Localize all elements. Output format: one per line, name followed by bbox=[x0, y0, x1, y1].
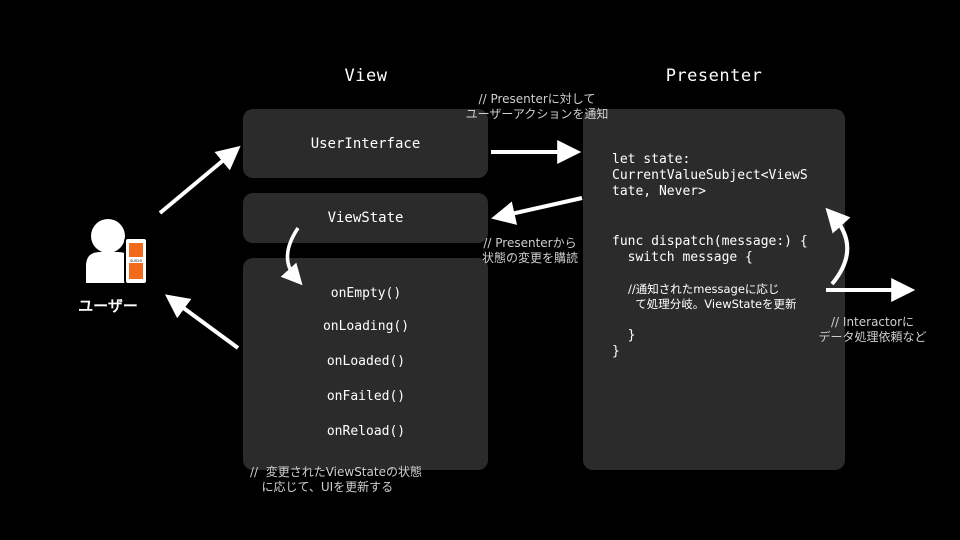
user-icon: SUICHI bbox=[86, 219, 148, 285]
arrow-viewstate-to-callbacks bbox=[280, 227, 303, 286]
arrow-presenter-update-loop bbox=[825, 207, 851, 286]
presenter-column-title: Presenter bbox=[665, 66, 763, 86]
code-state-declaration: let state: CurrentValueSubject<ViewS tat… bbox=[612, 152, 808, 199]
note-notify-presenter: // Presenterに対して ユーザーアクションを通知 bbox=[465, 92, 609, 121]
note-update-ui: // 変更されたViewStateの状態 に応じて、UIを更新する bbox=[250, 465, 422, 494]
callback-on-loading: onLoading() bbox=[322, 319, 410, 334]
callback-on-reload: onReload() bbox=[326, 424, 406, 439]
arrow-user-to-ui bbox=[158, 145, 241, 215]
view-state-box: ViewState bbox=[243, 193, 488, 243]
code-comment: //通知されたmessageに応じ て処理分岐。ViewStateを更新 bbox=[628, 282, 797, 311]
note-subscribe-state: // Presenterから 状態の変更を購読 bbox=[481, 236, 578, 265]
user-label: ユーザー bbox=[78, 297, 138, 315]
user-interface-label: UserInterface bbox=[310, 135, 421, 152]
view-column-title: View bbox=[344, 66, 388, 86]
callback-on-loaded: onLoaded() bbox=[326, 354, 406, 369]
arrow-view-to-user bbox=[164, 294, 240, 350]
note-interactor-request: // Interactorに データ処理依頼など bbox=[818, 315, 927, 344]
arrow-presenter-to-viewstate bbox=[491, 196, 583, 225]
view-callbacks-box bbox=[243, 258, 488, 470]
view-state-label: ViewState bbox=[327, 210, 404, 226]
code-closing-braces: } } bbox=[612, 328, 636, 359]
callback-on-empty: onEmpty() bbox=[330, 286, 402, 301]
callback-on-failed: onFailed() bbox=[326, 389, 406, 404]
user-interface-box: UserInterface bbox=[243, 109, 488, 178]
svg-text:SUICHI: SUICHI bbox=[130, 259, 142, 263]
code-dispatch-function: func dispatch(message:) { switch message… bbox=[612, 234, 808, 265]
presenter-box bbox=[583, 109, 845, 470]
